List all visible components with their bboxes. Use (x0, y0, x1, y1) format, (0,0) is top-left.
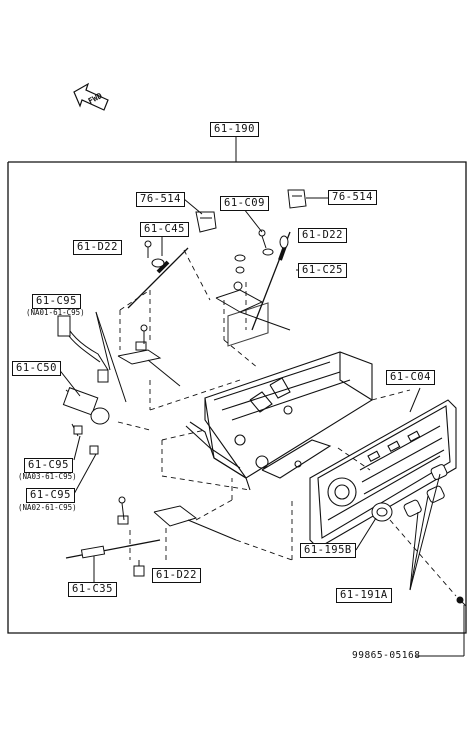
lever-left (117, 324, 181, 387)
callout-61-c35: 61-C35 (68, 582, 117, 597)
screw-d22-lower (133, 560, 145, 577)
document-number: 99865-05168 (352, 650, 421, 661)
bracket-76-514-right (287, 189, 307, 209)
callout-61-d22-lower: 61-D22 (152, 568, 201, 583)
lever-upper (215, 281, 291, 331)
knob-61-191a-group (403, 464, 448, 517)
forward-arrow-icon (73, 82, 109, 111)
callout-61-c04: 61-C04 (386, 370, 435, 385)
assembly-dashes (117, 249, 457, 597)
callout-61-191a: 61-191A (336, 588, 392, 603)
note-c95-bottom: (NA02-61-C95) (18, 503, 77, 512)
note-c95-mid: (NA03-61-C95) (18, 472, 77, 481)
wire-harness-mid (62, 387, 110, 455)
note-c95-top: (NA01-61-C95) (26, 308, 85, 317)
callout-61-d22-upper-right: 61-D22 (298, 228, 347, 243)
control-unit-body (185, 302, 373, 491)
bracket-76-514-left (195, 211, 217, 233)
callout-61-195b: 61-195B (300, 543, 356, 558)
callout-61-c45: 61-C45 (140, 222, 189, 237)
bolt-c09 (234, 229, 274, 274)
wire-harness-upper (57, 315, 109, 383)
front-panel (309, 399, 457, 549)
screw-99865 (456, 596, 467, 607)
callout-61-c25: 61-C25 (298, 263, 347, 278)
callout-61-c95-bottom: 61-C95 (26, 488, 75, 503)
screw-d22-ul (144, 240, 152, 258)
callout-61-c09: 61-C09 (220, 196, 269, 211)
callout-76-514-right: 76-514 (328, 190, 377, 205)
callout-61-c50: 61-C50 (12, 361, 61, 376)
callout-61-c95-top: 61-C95 (32, 294, 81, 309)
cable-c35 (65, 539, 161, 559)
callout-61-c95-mid: 61-C95 (24, 458, 73, 473)
callout-61-190: 61-190 (210, 122, 259, 137)
callout-61-d22-upper-left: 61-D22 (73, 240, 122, 255)
knob-61-195b (371, 502, 393, 522)
lever-lower (117, 496, 237, 541)
cable-c25 (251, 231, 291, 331)
assembly-frame (7, 161, 467, 634)
callout-76-514-left: 76-514 (136, 192, 185, 207)
